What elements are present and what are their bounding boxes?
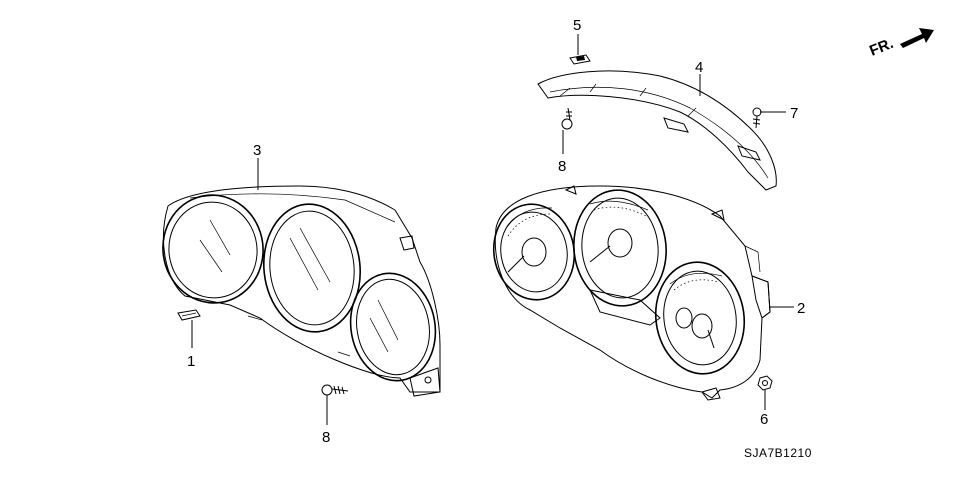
callout-numbers: 3 1 8 8 5 4 7 2 6: [187, 17, 805, 446]
screw-upper: [561, 107, 573, 130]
clip-part: [177, 309, 201, 321]
callout-2: 2: [797, 300, 805, 317]
callout-4: 4: [695, 59, 703, 76]
screw-right: [752, 107, 762, 129]
callout-7: 7: [790, 105, 798, 122]
nut-part: [757, 375, 773, 391]
meter-visor-lens: [162, 185, 441, 397]
meter-assembly: [492, 185, 771, 401]
callout-8-lower: 8: [322, 429, 330, 446]
callout-1: 1: [187, 353, 195, 370]
drawing-code: SJA7B1210: [744, 446, 812, 460]
clip-top: [569, 54, 591, 65]
leader-lines: [191, 34, 794, 425]
callout-5: 5: [573, 17, 581, 34]
callout-6: 6: [760, 411, 768, 428]
front-direction-indicator: FR.: [867, 28, 934, 60]
callout-3: 3: [253, 142, 261, 159]
screw-lower: [321, 384, 349, 396]
meter-hood: [537, 70, 777, 191]
front-arrow-icon: [900, 28, 934, 48]
front-label: FR.: [867, 35, 896, 60]
callout-8-upper: 8: [558, 158, 566, 175]
